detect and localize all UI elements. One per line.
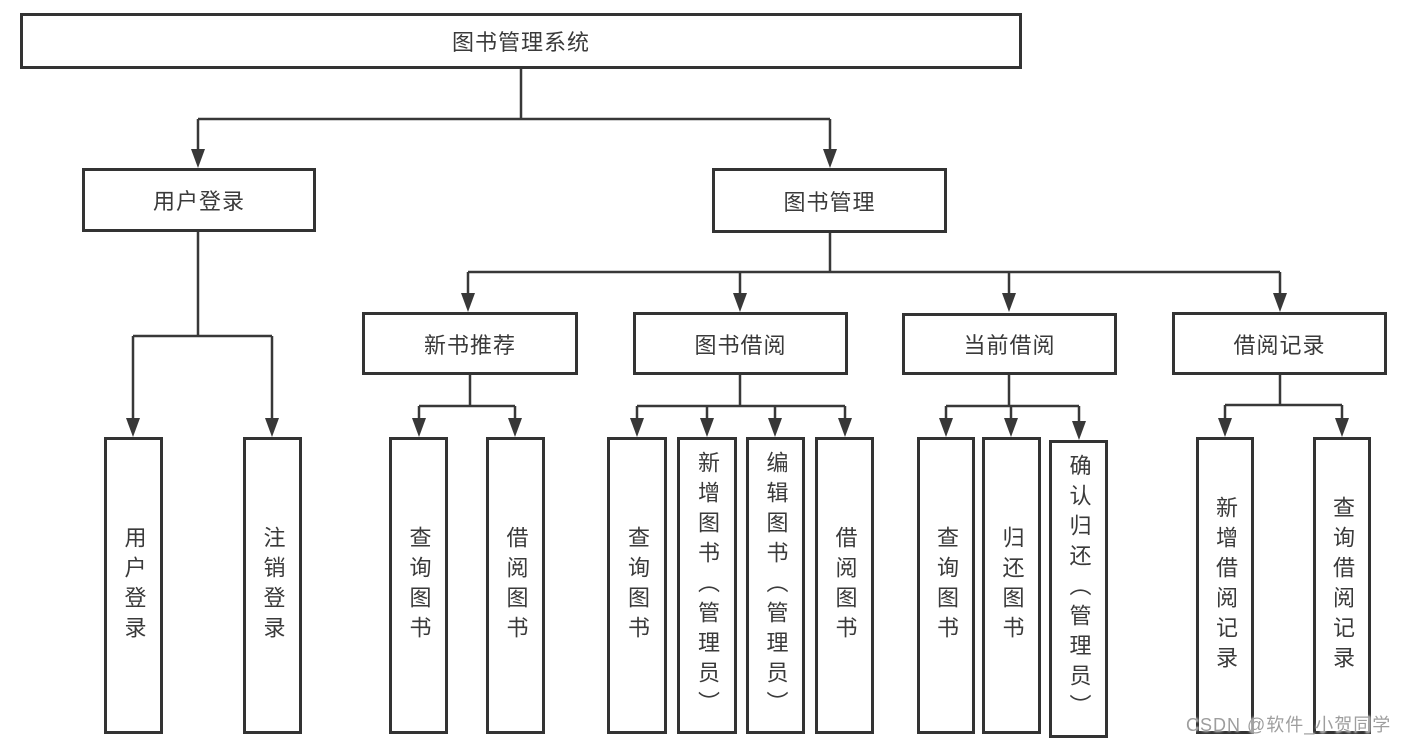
connector-newbookrec-to-children — [417, 374, 517, 420]
node-label: 新增图书（管理员） — [695, 450, 720, 721]
connector-borrowrecord-to-children — [1223, 374, 1344, 420]
arrow-icon — [1072, 421, 1086, 440]
connector-root-to-level2 — [196, 68, 832, 151]
arrowheads — [126, 149, 1349, 440]
node-label: 编辑图书（管理员） — [763, 450, 789, 721]
arrow-icon — [823, 149, 837, 168]
node-nb-borrow-books: 借阅图书 — [486, 437, 545, 734]
arrow-icon — [265, 418, 279, 437]
node-label: 查询图书 — [406, 525, 432, 646]
node-cb-return-books: 归还图书 — [982, 437, 1041, 734]
node-book-management: 图书管理 — [712, 168, 947, 233]
node-bb-add-books-admin: 新增图书（管理员） — [677, 437, 737, 734]
node-bb-query-books: 查询图书 — [607, 437, 667, 734]
node-label: 确认归还（管理员） — [1066, 454, 1092, 724]
node-root: 图书管理系统 — [20, 13, 1022, 69]
node-br-add-record: 新增借阅记录 — [1196, 437, 1254, 734]
node-label: 查询图书 — [625, 525, 650, 646]
arrow-icon — [1002, 293, 1016, 312]
node-book-borrow: 图书借阅 — [633, 312, 848, 375]
node-label: 查询借阅记录 — [1330, 495, 1355, 676]
connector-bookborrow-to-children — [635, 374, 847, 420]
arrow-icon — [733, 293, 747, 312]
arrow-icon — [939, 418, 953, 437]
node-borrow-record: 借阅记录 — [1172, 312, 1387, 375]
node-cb-confirm-return-admin: 确认归还（管理员） — [1049, 440, 1108, 738]
arrow-icon — [1218, 418, 1232, 437]
node-label: 归还图书 — [999, 525, 1025, 646]
node-label: 借阅图书 — [503, 525, 529, 646]
arrow-icon — [838, 418, 852, 437]
csdn-watermark: CSDN @软件_小贺同学 — [1186, 715, 1392, 735]
arrow-icon — [1335, 418, 1349, 437]
connector-currentborrow-to-children — [944, 374, 1081, 423]
node-br-query-record: 查询借阅记录 — [1313, 437, 1371, 734]
node-new-book-recommend: 新书推荐 — [362, 312, 578, 375]
arrow-icon — [412, 418, 426, 437]
node-label: 借阅图书 — [832, 525, 858, 646]
node-cb-query-books: 查询图书 — [917, 437, 975, 734]
node-nb-query-books: 查询图书 — [389, 437, 448, 734]
arrow-icon — [126, 418, 140, 437]
arrow-icon — [1273, 293, 1287, 312]
arrow-icon — [768, 418, 782, 437]
node-login-leaf: 用户登录 — [104, 437, 163, 734]
arrow-icon — [508, 418, 522, 437]
node-label: 用户登录 — [121, 525, 147, 646]
node-label: 新增借阅记录 — [1213, 495, 1238, 676]
arrow-icon — [461, 293, 475, 312]
arrow-icon — [630, 418, 644, 437]
node-label: 查询图书 — [934, 525, 959, 646]
node-logout-leaf: 注销登录 — [243, 437, 302, 734]
node-label: 注销登录 — [260, 525, 286, 646]
node-bb-borrow-books: 借阅图书 — [815, 437, 874, 734]
connector-userlogin-to-children — [131, 231, 274, 420]
arrow-icon — [1004, 418, 1018, 437]
arrow-icon — [191, 149, 205, 168]
node-bb-edit-books-admin: 编辑图书（管理员） — [746, 437, 805, 734]
node-current-borrow: 当前借阅 — [902, 313, 1117, 375]
arrow-icon — [700, 418, 714, 437]
connector-bookmgmt-to-level3 — [466, 232, 1282, 295]
node-user-login: 用户登录 — [82, 168, 316, 232]
